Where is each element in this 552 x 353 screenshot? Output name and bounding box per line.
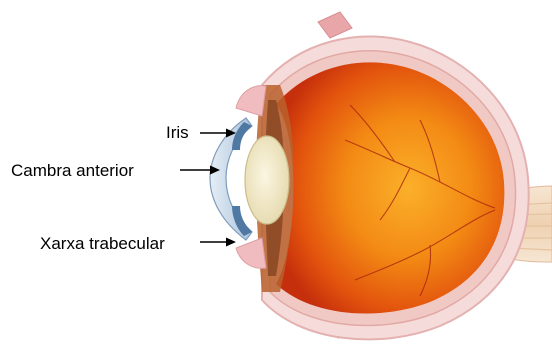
trabecular-meshwork-label: Xarxa trabecular bbox=[40, 235, 165, 252]
anterior-chamber-label: Cambra anterior bbox=[11, 162, 134, 179]
upper-muscle bbox=[318, 12, 352, 38]
xarxa-arrowhead bbox=[226, 238, 236, 247]
lower-conjunctiva bbox=[236, 238, 266, 268]
upper-conjunctiva bbox=[236, 86, 266, 116]
lens bbox=[245, 136, 289, 224]
iris-label: Iris bbox=[166, 124, 189, 141]
